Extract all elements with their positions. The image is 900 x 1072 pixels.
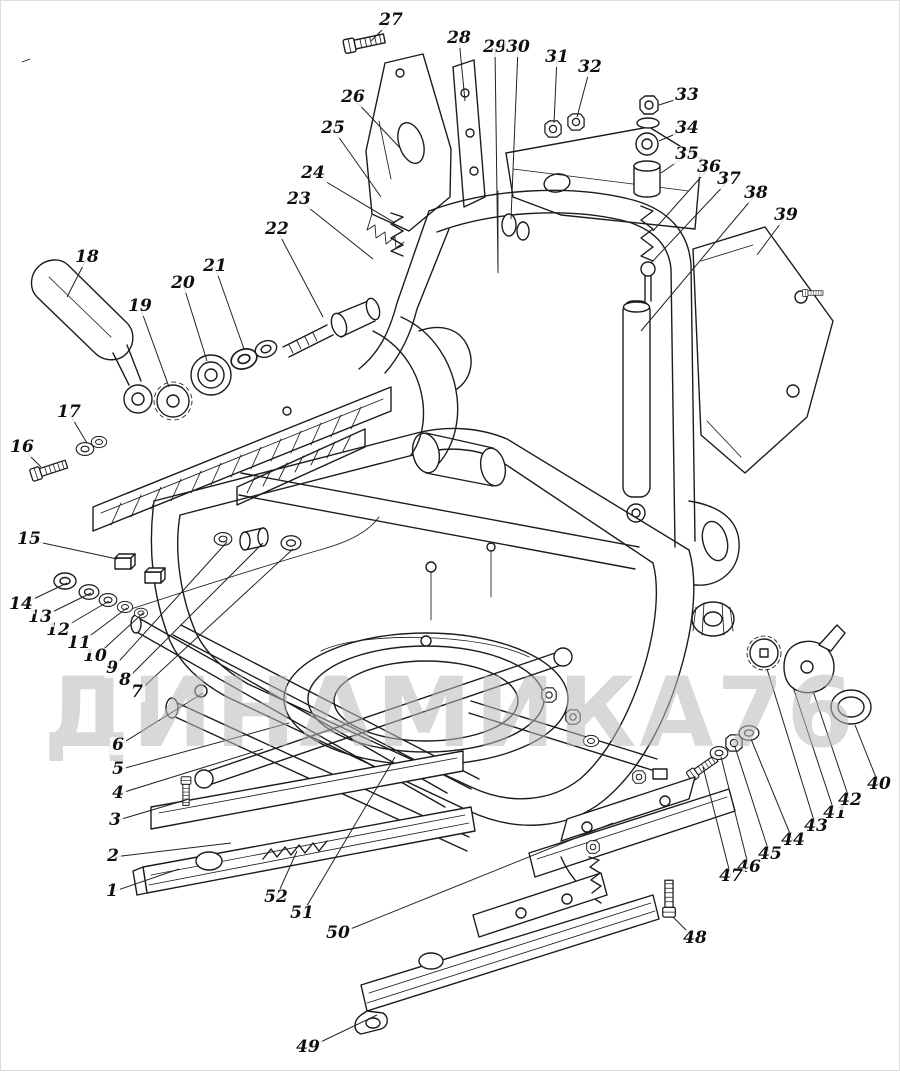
callout-6: 6: [110, 735, 126, 756]
callout-16: 16: [8, 437, 36, 458]
callout-28: 28: [445, 28, 473, 49]
callout-3: 3: [107, 810, 123, 831]
callout-42: 42: [836, 790, 864, 811]
callout-32: 32: [576, 57, 604, 78]
callout-31: 31: [543, 47, 571, 68]
callout-50: 50: [324, 923, 352, 944]
callout-39: 39: [772, 205, 800, 226]
pivot-arm: [372, 316, 472, 464]
callout-1: 1: [104, 881, 120, 902]
stray-mark: [21, 58, 31, 63]
callout-49: 49: [294, 1037, 322, 1058]
callout-4: 4: [110, 783, 126, 804]
callout-15: 15: [15, 529, 43, 550]
callout-18: 18: [73, 247, 101, 268]
spacer: [652, 768, 668, 780]
callout-22: 22: [263, 219, 291, 240]
roller-pin-8: [239, 527, 269, 551]
callout-26: 26: [339, 87, 367, 108]
tie-rod: [282, 297, 381, 358]
callout-34: 34: [673, 118, 701, 139]
callout-20: 20: [169, 273, 197, 294]
callout-27: 27: [377, 10, 405, 31]
callout-52: 52: [262, 887, 290, 908]
callout-2: 2: [105, 846, 121, 867]
callout-17: 17: [55, 402, 83, 423]
callout-25: 25: [319, 118, 347, 139]
callout-21: 21: [201, 256, 229, 277]
left-channel: [92, 386, 392, 532]
adjustment-lever: [30, 259, 153, 414]
callout-33: 33: [673, 85, 701, 106]
callout-40: 40: [865, 774, 893, 795]
callout-37: 37: [715, 169, 743, 190]
latch-spring: [390, 212, 404, 257]
callout-38: 38: [742, 183, 770, 204]
callout-51: 51: [288, 903, 316, 924]
bearing: [190, 354, 232, 396]
lock-washer: [153, 381, 193, 421]
cross-tube: [238, 432, 640, 570]
callout-14: 14: [7, 594, 35, 615]
callout-5: 5: [110, 759, 126, 780]
callout-24: 24: [299, 163, 327, 184]
callout-47: 47: [717, 866, 745, 887]
callout-48: 48: [681, 928, 709, 949]
callout-23: 23: [285, 189, 313, 210]
callout-30: 30: [504, 37, 532, 58]
callout-19: 19: [126, 296, 154, 317]
